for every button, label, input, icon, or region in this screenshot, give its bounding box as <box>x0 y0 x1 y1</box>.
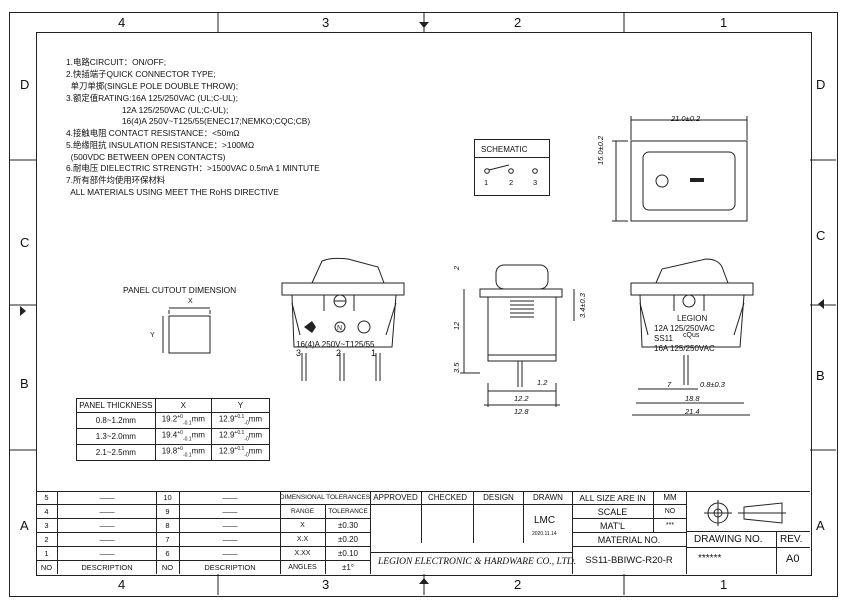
zone-bottom-1: 1 <box>720 577 728 592</box>
schematic-symbol <box>484 164 538 174</box>
rear-line-4: 16A 125/250VAC <box>654 344 715 353</box>
rev-value: A0 <box>786 553 800 565</box>
part-number: SS11-BBIWC-R20-R <box>585 555 673 566</box>
drawn-date: 2020.11.14 <box>532 531 557 537</box>
schematic-pin-2: 2 <box>509 178 514 187</box>
zone-right-B: B <box>816 368 825 383</box>
panel-cutout-x: X <box>188 298 193 305</box>
side-dim-2: 2 <box>452 265 461 270</box>
side-dim-3-4: 3.4±0.3 <box>578 293 587 318</box>
note-4: 4.接触电阻 CONTACT RESISTANCE：<50mΩ <box>66 128 240 138</box>
company-name: LEGION ELECTRONIC & HARDWARE CO., LTD. <box>378 557 577 567</box>
drawn-by: LMC <box>534 515 556 526</box>
drawing-number-block: DRAWING NO. REV. ****** A0 <box>686 491 810 574</box>
front-pin-3: 3 <box>296 348 302 358</box>
side-view-drawing <box>460 264 575 407</box>
side-dim-12-2: 12.2 <box>514 394 529 403</box>
zone-right-C: C <box>816 228 826 243</box>
side-dim-3-5: 3.5 <box>452 362 461 373</box>
side-dim-12: 12 <box>452 321 461 330</box>
zone-bottom-4: 4 <box>118 577 126 592</box>
note-7b: ALL MATERIALS USING MEET THE RoHS DIRECT… <box>66 187 279 197</box>
note-3c: 16(4)A 250V~T125/55(ENEC17;NEMKO;CQC;CB) <box>66 116 311 126</box>
zone-bottom-3: 3 <box>322 577 330 592</box>
front-pin-1: 1 <box>371 348 377 358</box>
revisions-right: 10 —— 9 —— 8 —— 7 —— 6 —— NO DESCRIPTION <box>156 491 281 574</box>
side-dim-12-8: 12.8 <box>514 407 529 416</box>
schematic-pin-3: 3 <box>533 178 538 187</box>
zone-top-3: 3 <box>322 15 330 30</box>
drawing-no-value: ****** <box>698 553 722 564</box>
rear-line-3: SS11 <box>654 334 673 343</box>
table-row: 1.3~2.0mm 19.4+0-0.1mm 12.9+0.1-0mm <box>76 428 271 445</box>
tolerances-block: DIMENSIONAL TOLERANCES RANGE TOLERANCE X… <box>280 491 371 574</box>
info-block: ALL SIZE ARE IN MM SCALE NO MAT'L *** MA… <box>572 491 687 574</box>
zone-bottom-2: 2 <box>514 577 522 592</box>
note-5: 5.绝缘阻抗 INSULATION RESISTANCE：>100MΩ <box>66 140 255 150</box>
rear-dim-0-8: 0.8±0.3 <box>700 380 725 389</box>
panel-thickness-table: PANEL THICKNESS X Y 0.8~1.2mm 19.2+0-0.1… <box>76 398 271 461</box>
front-pin-2: 2 <box>336 348 342 358</box>
top-view-height-dim: 15.0±0.2 <box>596 135 605 165</box>
note-1: 1.电路CIRCUIT：ON/OFF; <box>66 57 167 67</box>
rev-label: REV. <box>780 534 803 545</box>
rear-ul-mark: cQus <box>683 332 700 339</box>
zone-left-A: A <box>20 518 29 533</box>
rear-dim-18-8: 18.8 <box>685 394 700 403</box>
rear-dim-21-4: 21.4 <box>685 407 700 416</box>
th-x: X <box>154 398 212 413</box>
table-row: 2.1~2.5mm 19.8+0-0.1mm 12.9+0.1-0mm <box>76 444 271 461</box>
rear-dim-7: 7 <box>667 380 672 389</box>
top-view-drawing <box>612 116 748 222</box>
top-view-width-dim: 21.0±0.2 <box>671 114 701 123</box>
panel-cutout-title: PANEL CUTOUT DIMENSION <box>123 285 237 295</box>
schematic-title: SCHEMATIC <box>481 145 528 154</box>
zone-right-D: D <box>816 77 826 92</box>
schematic-box: SCHEMATIC 1 2 3 <box>474 139 550 196</box>
zone-top-1: 1 <box>720 15 728 30</box>
zone-left-C: C <box>20 235 30 250</box>
schematic-pin-1: 1 <box>484 178 489 187</box>
drawing-no-label: DRAWING NO. <box>694 534 763 545</box>
zone-top-2: 2 <box>514 15 522 30</box>
title-block <box>36 491 810 575</box>
panel-cutout-drawing <box>162 307 211 354</box>
rear-line-2: 12A 125/250VAC <box>654 324 715 333</box>
table-row: 0.8~1.2mm 19.2+0-0.1mm 12.9+0.1-0mm <box>76 412 271 429</box>
zone-left-B: B <box>20 376 29 391</box>
zone-right-A: A <box>816 518 825 533</box>
note-5b: (500VDC BETWEEN OPEN CONTACTS) <box>66 152 226 162</box>
note-7: 7.所有部件均使用环保材料 <box>66 175 166 185</box>
zone-left-D: D <box>20 77 30 92</box>
front-view-drawing: N <box>281 257 405 381</box>
note-3b: 12A 125/250VAC (UL;C-UL); <box>66 105 229 115</box>
panel-cutout-y: Y <box>150 332 155 339</box>
projection-symbol-icon <box>704 500 786 526</box>
approvals-block: APPROVED CHECKED DESIGN DRAWN LMC 2020.1… <box>370 491 577 574</box>
zone-top-4: 4 <box>118 15 126 30</box>
rear-line-1: LEGION <box>677 314 708 323</box>
side-dim-1-2: 1.2 <box>537 378 548 387</box>
rear-view-drawing <box>630 258 754 416</box>
th-y: Y <box>210 398 271 413</box>
note-6: 6.耐电压 DIELECTRIC STRENGTH：>1500VAC 0.5mA… <box>66 163 320 173</box>
note-2: 2.快插端子QUICK CONNECTOR TYPE; <box>66 69 216 79</box>
svg-text:N: N <box>337 325 342 332</box>
revisions-left: 5 —— 4 —— 3 —— 2 —— 1 —— NO DESCRIPTION <box>36 491 157 574</box>
note-2b: 单刀单掷(SINGLE POLE DOUBLE THROW); <box>66 81 239 91</box>
front-view-marking: 16(4)A 250V~T125/55 <box>296 340 375 349</box>
note-3: 3.额定值RATING:16A 125/250VAC (UL;C-UL); <box>66 93 238 103</box>
th-panel-thickness: PANEL THICKNESS <box>76 398 156 413</box>
